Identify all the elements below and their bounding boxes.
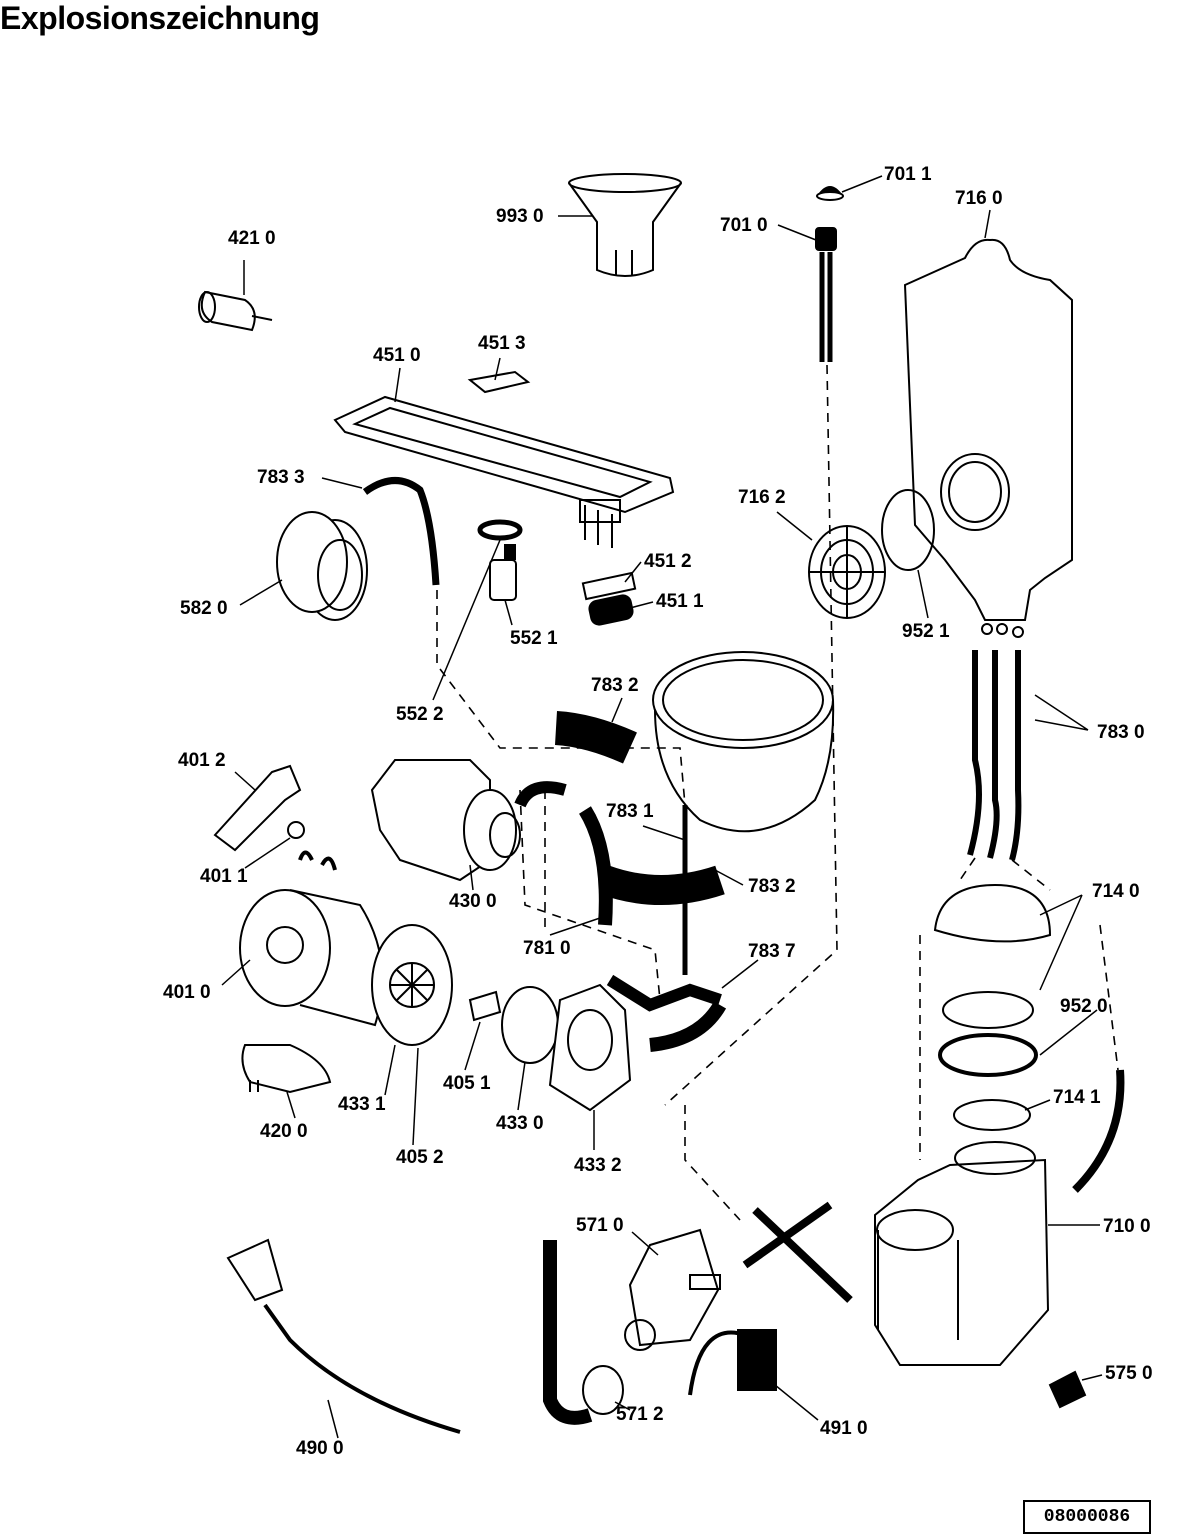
label-7162: 716 2 [738,487,786,508]
plug-cable-part-4900 [226,1238,461,1434]
plate-part-4512 [581,571,637,601]
label-5521: 552 1 [510,628,558,649]
label-7837: 783 7 [748,941,796,962]
capacitor-part-4210 [198,290,273,332]
hose-part-7810 [578,806,613,926]
rings-part-9520 [938,991,1038,1077]
motor-part-4010 [239,850,384,1027]
hoses-part-7830 [967,650,1022,861]
ring-part-5522 [477,519,523,541]
label-4510: 451 0 [373,345,421,366]
crossed-hoses [742,1201,853,1303]
label-4910: 491 0 [820,1418,868,1439]
part-4910 [688,1329,777,1396]
container-part-7100 [874,1141,1050,1366]
impeller-part-4331 [371,924,453,1046]
hose-part-7833 [362,477,440,586]
hose-side [1072,1069,1125,1193]
part-5750 [1048,1370,1087,1409]
label-9520: 952 0 [1060,996,1108,1017]
label-4331: 433 1 [338,1094,386,1115]
label-7011: 701 1 [884,164,932,185]
leader-lines [221,175,1103,1439]
label-4052: 405 2 [396,1147,444,1168]
label-7830: 783 0 [1097,722,1145,743]
drawing-reference-number: 08000086 [1023,1500,1151,1534]
part-4200 [241,1044,332,1094]
bracket-part-4513 [467,370,531,394]
label-9930: 993 0 [496,206,544,227]
cap-part-7011 [816,186,844,201]
label-7100: 710 0 [1103,1216,1151,1237]
label-7160: 716 0 [955,188,1003,209]
label-5522: 552 2 [396,704,444,725]
label-4330: 433 0 [496,1113,544,1134]
label-4010: 401 0 [163,982,211,1003]
hose-part-7832-upper [554,711,637,764]
pump-part-4300 [370,759,521,882]
label-5712: 571 2 [616,1404,664,1425]
hose-part-7832-lower [599,865,725,905]
hose-part-7837 [649,1001,727,1052]
label-4300: 430 0 [449,891,497,912]
fill-tube-part-7010 [815,227,837,362]
label-4012: 401 2 [178,750,226,771]
timer-part-5820 [276,511,368,621]
label-7833: 783 3 [257,467,305,488]
inlet-part-5712 [543,1240,624,1425]
washer-part-4011 [287,821,305,839]
label-9521: 952 1 [902,621,950,642]
label-7141: 714 1 [1053,1087,1101,1108]
part-labels: 993 0 701 1 701 0 716 0 421 0 451 0 451 … [163,164,1153,1459]
label-4051: 405 1 [443,1073,491,1094]
label-7010: 701 0 [720,215,768,236]
label-4900: 490 0 [296,1438,344,1459]
label-4512: 451 2 [644,551,692,572]
elbow-part [514,781,567,808]
grille-part-7162 [808,525,886,619]
lever-part-4012 [213,764,302,852]
block-part-4511 [588,594,634,626]
fitting-part-4051 [468,990,502,1022]
label-7832-upper: 783 2 [591,675,639,696]
label-5710: 571 0 [576,1215,624,1236]
label-7140: 714 0 [1092,881,1140,902]
ring-part-7141 [953,1099,1031,1131]
cover-part-4330 [501,986,559,1064]
label-4513: 451 3 [478,333,526,354]
label-4011: 401 1 [200,866,248,887]
label-7831: 783 1 [606,801,654,822]
label-4511: 451 1 [656,591,704,612]
label-4332: 433 2 [574,1155,622,1176]
drain-pump-part-4332 [548,974,722,1112]
valve-part-5710 [624,1228,721,1351]
part-5521 [489,544,517,601]
sump-bowl [652,651,835,833]
funnel-part-9930 [568,173,682,277]
label-7832-lower: 783 2 [748,876,796,897]
label-5750: 575 0 [1105,1363,1153,1384]
page-title: Explosionszeichnung [0,0,320,36]
label-7810: 781 0 [523,938,571,959]
label-5820: 582 0 [180,598,228,619]
connection-lines [436,364,1119,1221]
seal-part-9521 [881,489,935,571]
label-4210: 421 0 [228,228,276,249]
label-4200: 420 0 [260,1121,308,1142]
dome-part-7140 [933,883,1052,943]
heater-part-4510 [333,395,675,548]
tank-part-7160 [903,238,1073,638]
